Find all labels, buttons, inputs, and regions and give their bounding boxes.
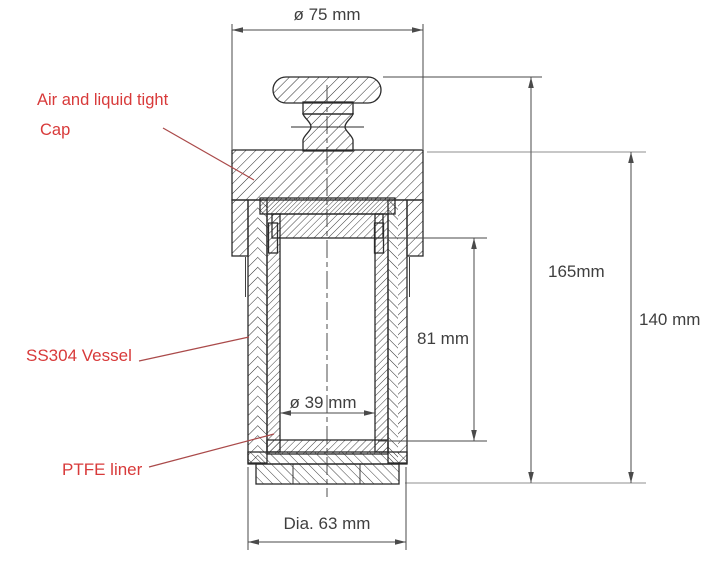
cap-slab	[231, 149, 424, 201]
vessel-pedestal	[255, 463, 400, 485]
label-cap-line1: Air and liquid tight	[37, 91, 169, 109]
liner-vent-slot-left	[267, 222, 279, 254]
label-leaders	[138, 127, 275, 468]
liner-wall-right	[374, 213, 389, 453]
dim-inner-depth	[378, 237, 487, 442]
dim-label-total-height: 165mm	[548, 262, 605, 281]
label-cap-line2: Cap	[40, 121, 71, 139]
dim-body-height	[405, 151, 646, 484]
cap-neck	[302, 113, 354, 152]
cap-skirt-right	[406, 199, 424, 257]
seal-disc	[259, 197, 396, 215]
dim-inner-diameter	[280, 410, 375, 416]
vessel-bottom	[247, 451, 408, 485]
leader-liner	[148, 433, 275, 468]
label-vessel: SS304 Vessel	[26, 346, 132, 365]
label-liner: PTFE liner	[62, 460, 143, 479]
cap-collar	[302, 101, 354, 115]
dim-cap-diameter	[231, 24, 424, 149]
vessel-floor	[247, 451, 408, 465]
ptfe-liner	[266, 213, 389, 455]
dim-label-cap-diameter: ø 75 mm	[293, 5, 361, 24]
dim-label-outer-diameter: Dia. 63 mm	[283, 514, 371, 533]
dim-label-body-height: 140 mm	[639, 310, 701, 329]
leader-cap	[162, 127, 255, 181]
dim-label-inner-diameter: ø 39 mm	[289, 393, 357, 412]
cap-assembly	[231, 76, 424, 257]
leader-vessel	[138, 336, 250, 362]
cap-skirt-left	[231, 199, 249, 257]
liner-lid	[271, 213, 384, 239]
dim-outer-diameter	[247, 467, 407, 550]
dim-label-inner-depth: 81 mm	[417, 329, 469, 348]
dim-total-height	[383, 76, 542, 483]
